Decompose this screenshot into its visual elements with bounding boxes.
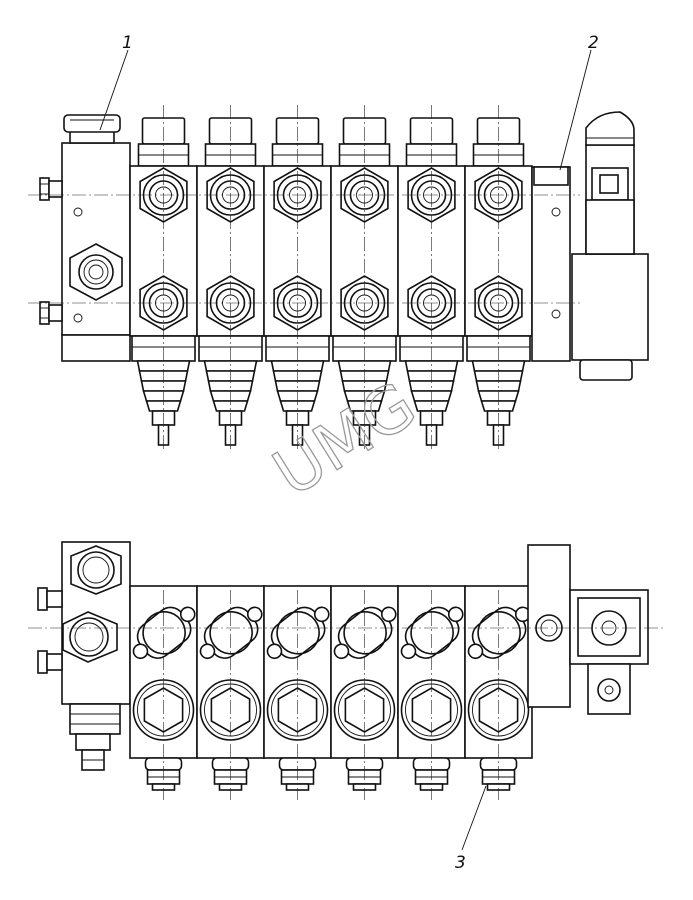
callout-1: 1	[99, 33, 133, 131]
svg-text:1: 1	[122, 33, 133, 53]
solenoid-flange	[266, 606, 330, 660]
svg-text:3: 3	[455, 853, 466, 873]
bolt-upper	[39, 177, 63, 201]
solenoid-top	[571, 111, 649, 381]
callout-3: 3	[455, 785, 487, 873]
bolt-bottom-lower	[37, 650, 63, 674]
inlet-section-top	[39, 114, 131, 362]
work-section-bottom	[330, 585, 399, 800]
work-section-top	[464, 105, 533, 452]
lever-boot	[471, 360, 526, 426]
outlet-plate-bottom	[527, 544, 571, 708]
bottom-view	[28, 541, 665, 800]
work-sections-bottom	[129, 585, 533, 800]
work-section-top	[196, 105, 265, 452]
work-section-bottom	[263, 585, 332, 800]
work-sections-top	[129, 105, 533, 452]
bolt-lower	[39, 301, 63, 325]
top-view	[28, 105, 649, 452]
solenoid-flange	[400, 606, 464, 660]
solenoid-flange	[199, 606, 263, 660]
work-section-bottom	[464, 585, 533, 800]
solenoid-bottom	[569, 589, 649, 715]
solenoid-flange	[333, 606, 397, 660]
work-section-top	[263, 105, 332, 452]
work-section-top	[129, 105, 198, 452]
work-section-bottom	[196, 585, 265, 800]
work-section-bottom	[129, 585, 198, 800]
solenoid-flange	[132, 606, 196, 660]
callout-2: 2	[559, 33, 599, 171]
inlet-section-bottom	[37, 541, 131, 771]
solenoid-flange	[467, 606, 531, 660]
bolt-bottom-upper	[37, 587, 63, 611]
outlet-plate-top	[531, 166, 571, 362]
svg-text:2: 2	[588, 33, 599, 53]
work-section-bottom	[397, 585, 466, 800]
